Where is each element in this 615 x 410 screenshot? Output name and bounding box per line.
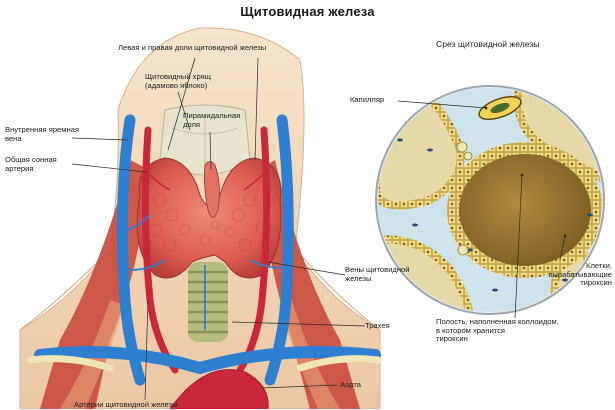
label-capillary: Капилляр	[350, 96, 384, 105]
label-common-carotid-artery: Общая сонная артерия	[5, 156, 57, 173]
label-thyroid-veins: Вены щитовидной железы	[345, 266, 410, 283]
label-colloid-cavity: Полость, наполненная коллоидом, в которо…	[436, 318, 559, 344]
label-aorta: Аорта	[340, 381, 361, 390]
label-lobes: Левая и правая доли щитовидной железы	[118, 44, 266, 53]
label-thyroxine-cells: Клетки, вырабатывающие тироксин	[528, 262, 612, 288]
label-internal-jugular-vein: Внутренняя яремная вена	[5, 126, 79, 143]
trachea	[188, 262, 228, 342]
label-thyroid-arteries: Артерии щитовидной железы	[74, 401, 178, 410]
section-title: Срез щитовидной железы	[436, 40, 539, 49]
label-pyramidal-lobe: Пирамидальная доля	[183, 112, 240, 129]
label-trachea: Трахея	[365, 322, 390, 331]
label-thyroid-cartilage: Щитовидный хрящ (адамово яблоко)	[145, 73, 211, 90]
